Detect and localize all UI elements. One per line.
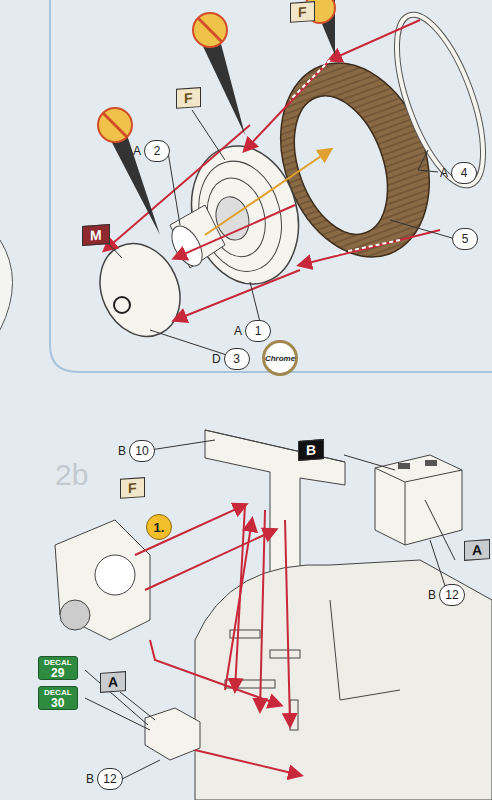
color-flag: B — [298, 439, 324, 461]
part-letter: B — [86, 772, 94, 786]
step-number: 1. — [146, 514, 172, 540]
callout: 1. — [146, 514, 172, 540]
decal-badge: 30 — [51, 698, 64, 708]
color-flag: F — [290, 1, 315, 23]
callout: DECAL29 — [38, 656, 78, 680]
callout: DECAL30 — [38, 686, 78, 710]
callout: B12 — [86, 768, 123, 790]
callout: D3 — [212, 348, 250, 370]
part-letter: B — [118, 444, 126, 458]
callout: A4 — [440, 162, 477, 184]
callout: A2 — [133, 140, 170, 162]
callout: F — [120, 478, 145, 498]
part-letter: A — [133, 144, 141, 158]
callout-number: 12 — [97, 768, 123, 790]
part-letter: A — [234, 324, 242, 338]
callout: B12 — [428, 584, 465, 606]
color-flag: A — [100, 671, 126, 693]
decal-badge: DECAL — [44, 658, 72, 668]
callout: M — [82, 225, 110, 245]
callout-number: 4 — [451, 162, 477, 184]
callout-number: 1 — [245, 320, 271, 342]
color-flag: A — [464, 539, 490, 561]
callout: A — [100, 672, 126, 692]
decal-badge: DECAL — [44, 688, 72, 698]
callout: Chrome — [262, 340, 298, 376]
callout-number: 3 — [224, 348, 250, 370]
callout-number: 2 — [144, 140, 170, 162]
callout-number: 12 — [439, 584, 465, 606]
color-flag: F — [120, 477, 145, 499]
callout: A — [464, 540, 490, 560]
callout-number: 10 — [129, 440, 155, 462]
callout: A1 — [234, 320, 271, 342]
callout: F — [176, 88, 201, 108]
callout: F — [290, 2, 315, 22]
decal-badge: 29 — [51, 668, 64, 678]
callout-number: 5 — [452, 228, 478, 250]
color-flag: M — [82, 224, 110, 246]
callout: B — [298, 440, 324, 460]
part-letter: B — [428, 588, 436, 602]
color-flag: F — [176, 87, 201, 109]
chrome-badge: Chrome — [262, 340, 298, 376]
callout: 5 — [452, 228, 478, 250]
callout: B10 — [118, 440, 155, 462]
step-label: 2b — [55, 458, 88, 492]
part-letter: D — [212, 352, 221, 366]
part-letter: A — [440, 166, 448, 180]
